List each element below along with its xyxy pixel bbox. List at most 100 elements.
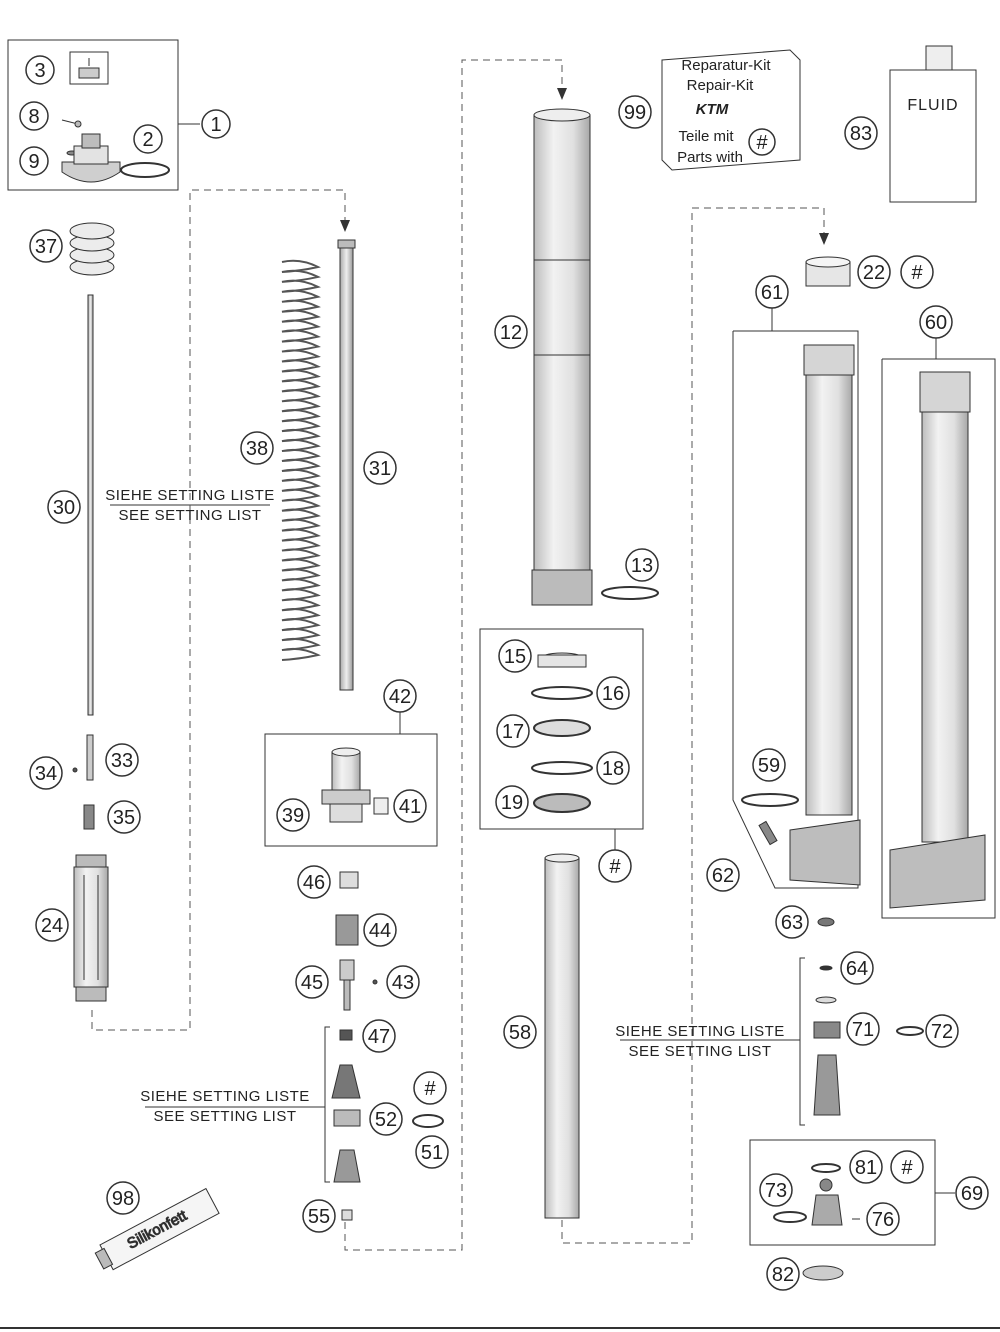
setting-note-en-3: SEE SETTING LIST: [153, 1108, 296, 1125]
callout-63: 63: [775, 905, 809, 939]
svg-text:71: 71: [852, 1019, 874, 1041]
callout-60: 60: [919, 305, 953, 339]
callout-30: 30: [47, 490, 81, 524]
svg-text:13: 13: [631, 555, 653, 577]
callout-69: 69: [955, 1176, 989, 1210]
svg-text:18: 18: [602, 758, 624, 780]
callout-41: 41: [393, 789, 427, 823]
svg-text:#: #: [424, 1078, 436, 1100]
svg-text:81: 81: [855, 1157, 877, 1179]
callout-35: 35: [107, 800, 141, 834]
callout-38: 38: [240, 431, 274, 465]
svg-text:60: 60: [925, 312, 947, 334]
group-frames: [7, 39, 996, 1246]
svg-text:35: 35: [113, 807, 135, 829]
svg-text:30: 30: [53, 497, 75, 519]
svg-text:8: 8: [28, 106, 39, 128]
kit-line-2: Repair-Kit: [687, 77, 755, 94]
callout-17: 17: [496, 714, 530, 748]
callout-1: 1: [201, 109, 231, 139]
svg-text:24: 24: [41, 915, 63, 937]
svg-text:98: 98: [112, 1188, 134, 1210]
group-box-seals: [479, 628, 644, 830]
svg-text:42: 42: [389, 686, 411, 708]
group-outline-60: [881, 358, 996, 919]
svg-text:#: #: [901, 1157, 913, 1179]
svg-text:38: 38: [246, 438, 268, 460]
setting-note-de-1: SIEHE SETTING LISTE: [105, 487, 275, 504]
fluid-label: FLUID: [907, 97, 958, 114]
callout-44: 44: [363, 913, 397, 947]
callout-hash-22: #: [900, 255, 934, 289]
svg-text:59: 59: [758, 755, 780, 777]
svg-text:64: 64: [846, 958, 868, 980]
svg-text:3: 3: [34, 60, 45, 82]
callout-76: 76: [866, 1202, 900, 1236]
callout-hash-81: #: [890, 1150, 924, 1184]
setting-note-en-2: SEE SETTING LIST: [628, 1043, 771, 1060]
svg-text:39: 39: [282, 805, 304, 827]
callout-33: 33: [105, 743, 139, 777]
svg-text:99: 99: [624, 102, 646, 124]
kit-line-1: Reparatur-Kit: [681, 57, 771, 74]
callout-47: 47: [362, 1019, 396, 1053]
callout-61: 61: [755, 275, 789, 309]
svg-text:73: 73: [765, 1180, 787, 1202]
setting-note-de-2: SIEHE SETTING LISTE: [615, 1023, 785, 1040]
callout-18: 18: [596, 751, 630, 785]
kit-line-3: Teile mit: [678, 128, 734, 145]
callout-59: 59: [752, 748, 786, 782]
arrowheads: [340, 88, 829, 245]
svg-text:58: 58: [509, 1022, 531, 1044]
svg-text:17: 17: [502, 721, 524, 743]
callout-62: 62: [706, 858, 740, 892]
callout-22: 22: [857, 255, 891, 289]
callout-45: 45: [295, 965, 329, 999]
callout-layer: 3 8 9 2 1 37 30 34 33 35 24 38 31 42 39 …: [19, 55, 989, 1291]
svg-text:12: 12: [500, 322, 522, 344]
svg-text:69: 69: [961, 1183, 983, 1205]
svg-text:1: 1: [210, 114, 221, 136]
callout-39: 39: [276, 798, 310, 832]
group-box-42: [264, 733, 438, 847]
svg-text:82: 82: [772, 1264, 794, 1286]
svg-text:16: 16: [602, 683, 624, 705]
callout-3: 3: [25, 55, 55, 85]
setting-note-de-3: SIEHE SETTING LISTE: [140, 1088, 310, 1105]
callout-72: 72: [925, 1014, 959, 1048]
callout-hash-seals: #: [598, 849, 632, 883]
svg-text:19: 19: [501, 792, 523, 814]
callout-31: 31: [363, 451, 397, 485]
callout-16: 16: [596, 676, 630, 710]
assembly-paths: [91, 59, 825, 1251]
callout-83: 83: [844, 116, 878, 150]
callout-46: 46: [297, 865, 331, 899]
svg-text:15: 15: [504, 646, 526, 668]
callout-24: 24: [35, 908, 69, 942]
callout-55: 55: [302, 1199, 336, 1233]
svg-text:33: 33: [111, 750, 133, 772]
svg-text:34: 34: [35, 763, 57, 785]
svg-text:55: 55: [308, 1206, 330, 1228]
kit-line-4: Parts with: [677, 149, 743, 166]
callout-13: 13: [625, 548, 659, 582]
spring-38: [281, 259, 321, 661]
callout-2: 2: [133, 124, 163, 154]
callout-71: 71: [846, 1012, 880, 1046]
svg-text:31: 31: [369, 458, 391, 480]
svg-text:47: 47: [368, 1026, 390, 1048]
callout-51: 51: [415, 1135, 449, 1169]
callout-8: 8: [19, 101, 49, 131]
svg-text:9: 9: [28, 151, 39, 173]
callout-99: 99: [618, 95, 652, 129]
group-box-1: [7, 39, 179, 191]
svg-text:52: 52: [375, 1109, 397, 1131]
callout-hash-52: #: [413, 1071, 447, 1105]
svg-text:37: 37: [35, 236, 57, 258]
callout-9: 9: [19, 146, 49, 176]
callout-37: 37: [29, 229, 63, 263]
setting-note-en-1: SEE SETTING LIST: [118, 507, 261, 524]
ktm-logo: KTM: [696, 101, 729, 118]
svg-text:72: 72: [931, 1021, 953, 1043]
